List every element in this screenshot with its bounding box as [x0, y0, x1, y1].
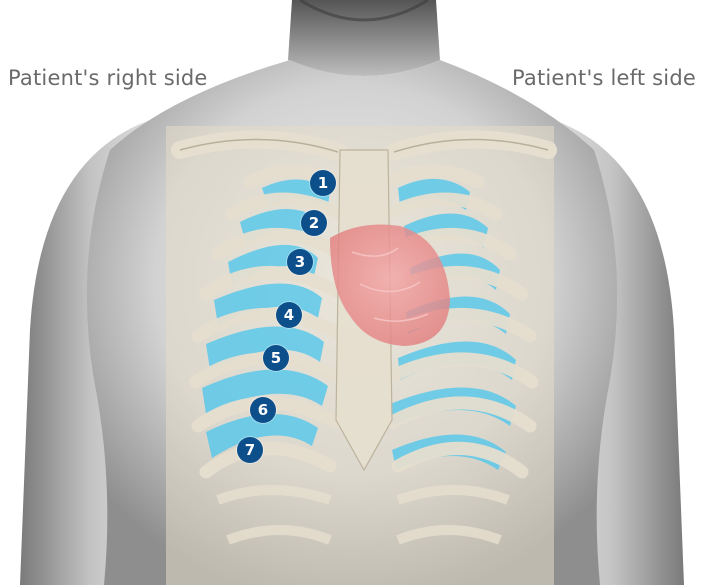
intercostal-marker-3: 3 — [287, 249, 313, 275]
intercostal-marker-1: 1 — [310, 170, 336, 196]
patient-left-side-label: Patient's left side — [512, 66, 696, 90]
neck-shape — [288, 0, 440, 76]
intercostal-marker-6: 6 — [250, 397, 276, 423]
intercostal-marker-5: 5 — [263, 345, 289, 371]
intercostal-marker-4: 4 — [276, 302, 302, 328]
intercostal-marker-2: 2 — [301, 210, 327, 236]
patient-right-side-label: Patient's right side — [8, 66, 208, 90]
intercostal-marker-7: 7 — [237, 437, 263, 463]
